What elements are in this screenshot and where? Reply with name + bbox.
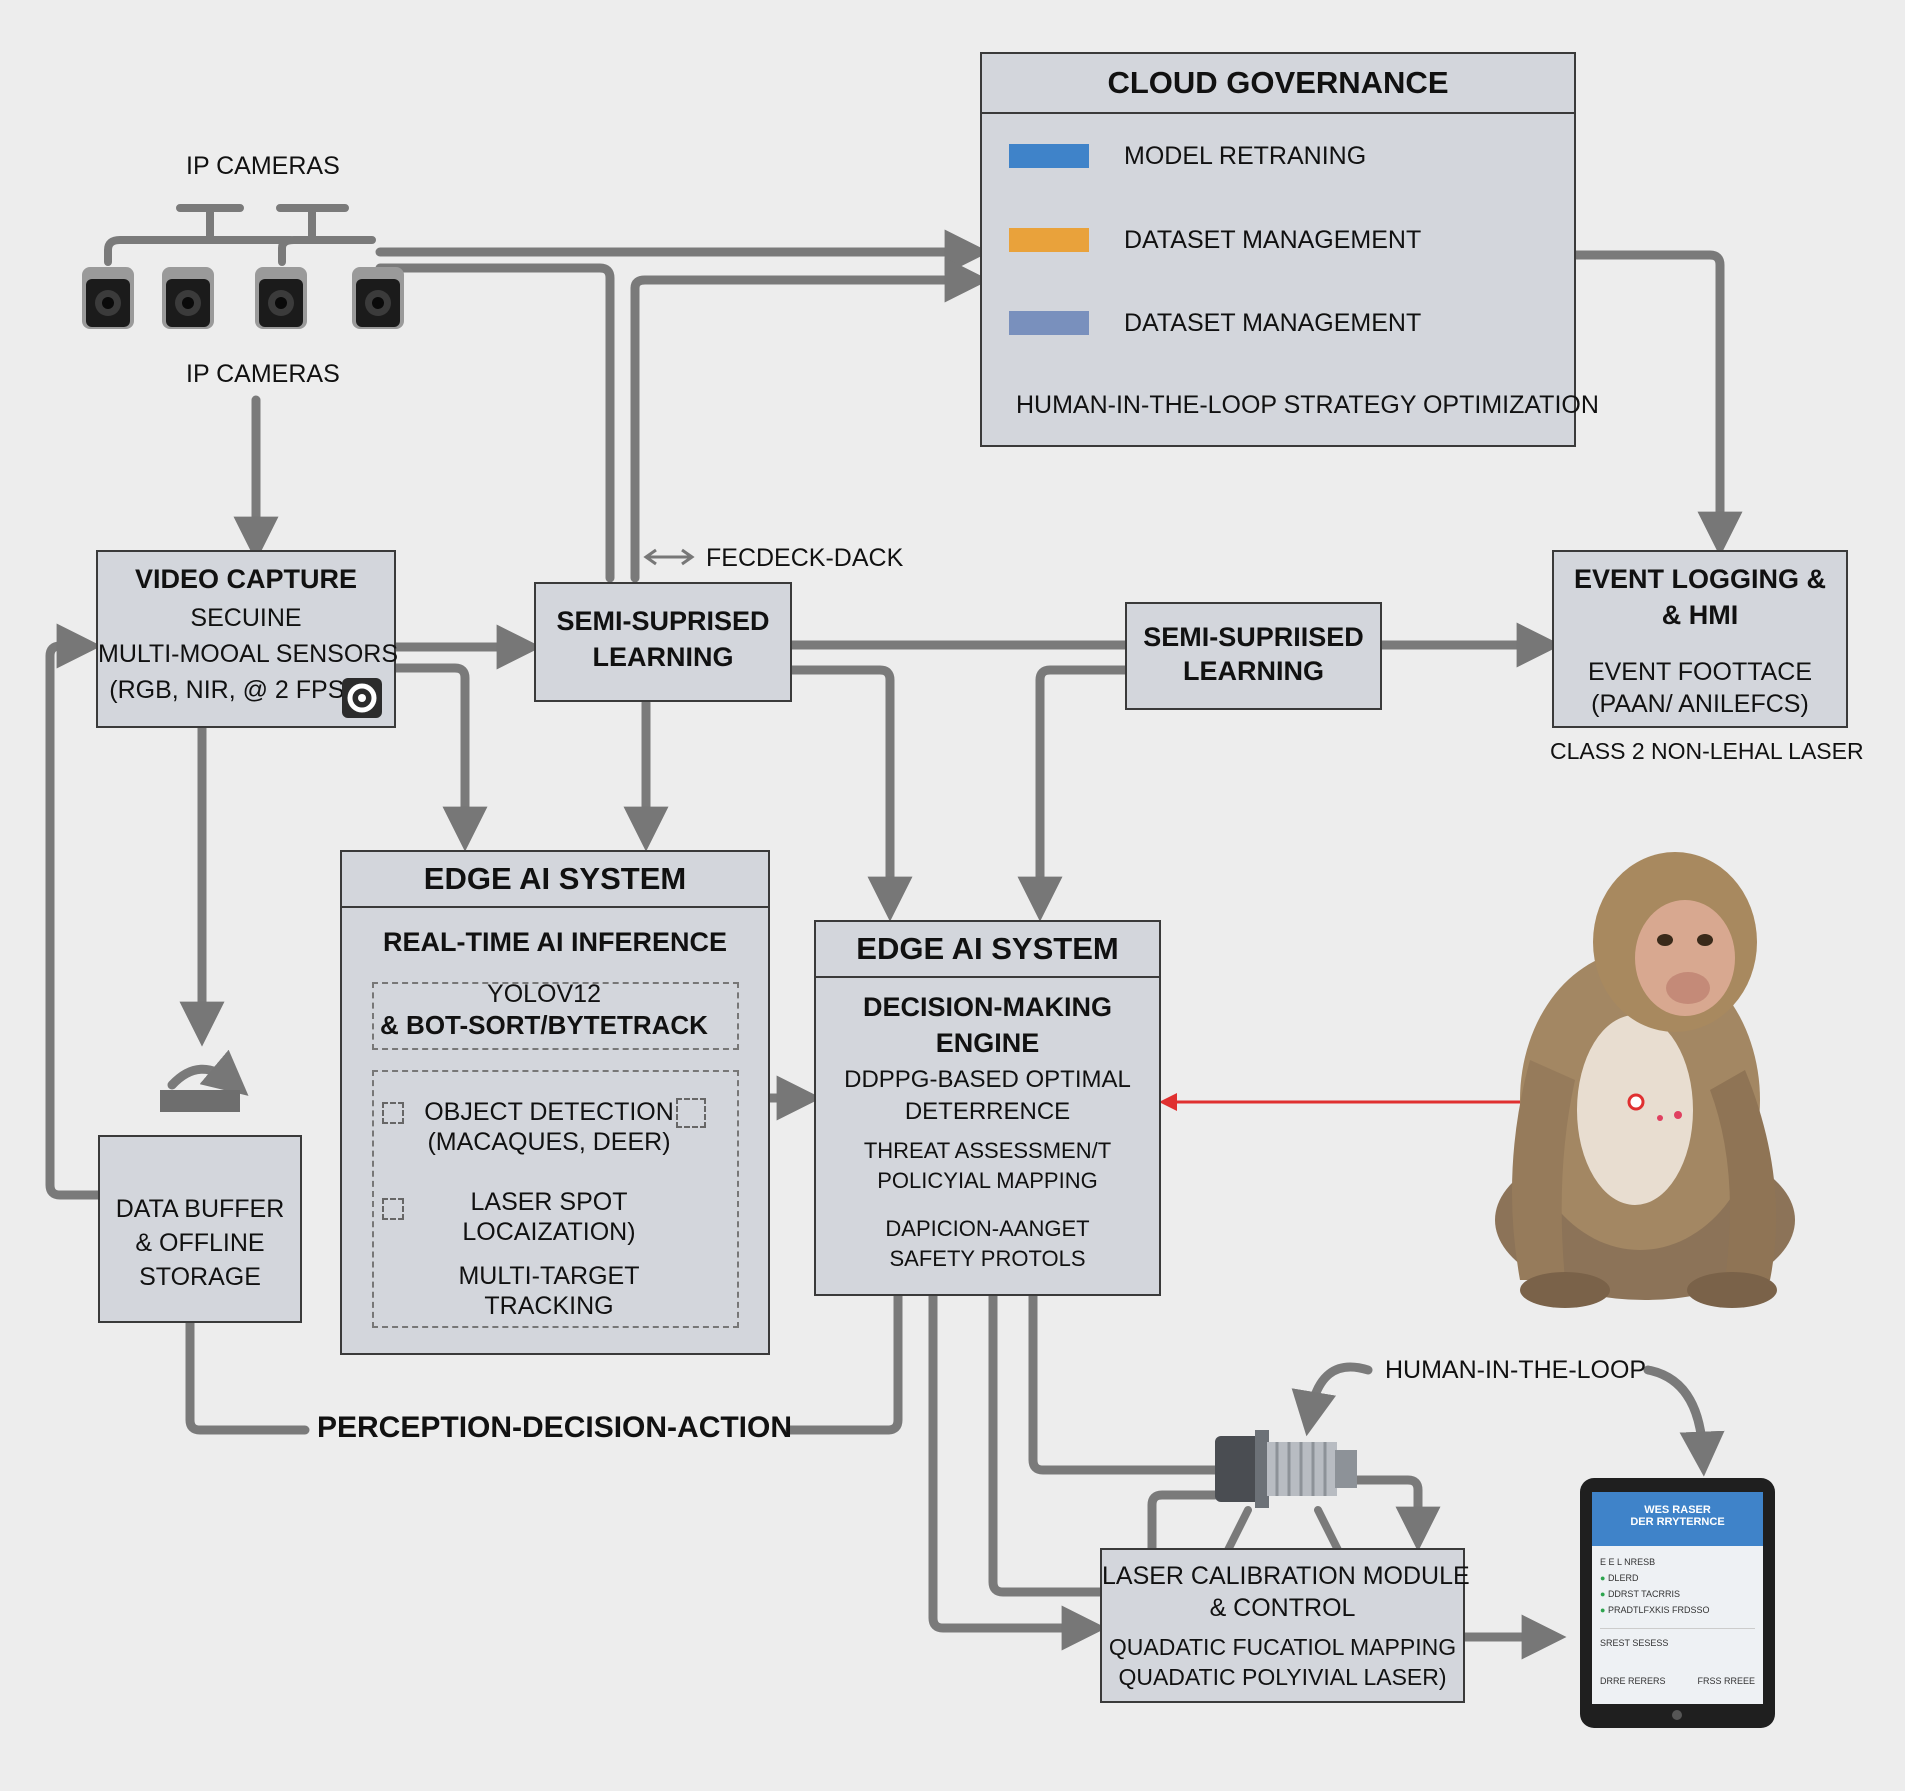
tasks-panel [372,1070,739,1328]
ip-cameras-label-bottom: IP CAMERAS [186,360,340,388]
tablet-header: WES RASER DER RRYTERNCE [1592,1492,1763,1546]
tablet-row: DRRE RERERS [1600,1676,1666,1686]
semi-supervised-learning-box: SEMI-SUPRISED LEARNING [534,582,792,702]
video-capture-line: (RGB, NIR, @ 2 FPS) [109,676,353,704]
model-line: YOLOV12 [487,980,601,1008]
feedback-label: FECDECK-DACK [706,544,904,572]
video-capture-title: VIDEO CAPTURE [134,564,358,594]
tablet-device: WES RASER DER RRYTERNCE E E L NRESB ● DL… [1580,1478,1775,1728]
semi-learning-line: SEMI-SUPRIISED [1143,622,1364,652]
legend-label: DATASET MANAGEMENT [1124,226,1422,254]
legend-swatch [1009,144,1089,168]
camera-icon [80,265,136,331]
cloud-footer: HUMAN-IN-THE-LOOP STRATEGY OPTIMIZATION [1016,391,1599,419]
edge-ai-inference-box: EDGE AI SYSTEM REAL-TIME AI INFERENCE YO… [340,850,770,1355]
event-logging-box: EVENT LOGGING & & HMI EVENT FOOTTACE (PA… [1552,550,1848,728]
task-line: LOCAIZATION) [462,1218,636,1246]
semi-learning-line: LEARNING [592,642,734,672]
event-line: EVENT FOOTTACE [1587,658,1813,686]
model-line: & BOT-SORT/BYTETRACK [380,1010,708,1040]
tablet-screen: WES RASER DER RRYTERNCE E E L NRESB ● DL… [1592,1492,1763,1704]
task-line: TRACKING [484,1292,614,1320]
laser-line: LASER CALIBRATION MODULE [1102,1562,1470,1590]
video-capture-box: VIDEO CAPTURE SECUINE MULTI-MOOAL SENSOR… [96,550,399,728]
settings-icon [342,678,382,718]
video-capture-line: SECUINE [190,604,302,632]
legend-label: MODEL RETRANING [1124,142,1367,170]
detection-frame-icon [382,1198,404,1220]
tablet-row: SREST SESESS [1600,1638,1669,1648]
tablet-row: ● DDRST TACRRIS [1600,1589,1680,1599]
decision-line: SAFETY PROTOLS [889,1246,1086,1271]
buffer-line: STORAGE [139,1263,261,1291]
tablet-row: ● DLERD [1600,1573,1639,1583]
camera-icon [160,265,216,331]
decision-engine-line: DECISION-MAKING [863,992,1112,1022]
cloud-governance-box: CLOUD GOVERNANCE MODEL RETRANING DATASET… [980,52,1599,447]
event-title-line: & HMI [1661,600,1739,630]
task-line: (MACAQUES, DEER) [427,1128,671,1156]
laser-line: & CONTROL [1209,1594,1356,1622]
buffer-line: & OFFLINE [135,1229,265,1257]
detection-frame-icon [382,1102,404,1124]
task-line: MULTI-TARGET [458,1262,640,1290]
decision-line: THREAT ASSESSMEN/T [863,1138,1112,1163]
tablet-header-line: DER RRYTERNCE [1630,1516,1725,1528]
laser-calibration-box: LASER CALIBRATION MODULE & CONTROL QUADA… [1100,1548,1470,1703]
semi-learning-line: LEARNING [1183,656,1324,686]
event-title-line: EVENT LOGGING & [1573,564,1827,594]
edge-ai-title: EDGE AI SYSTEM [342,852,768,908]
tablet-row: FRSS RREEE [1697,1676,1755,1686]
cloud-governance-title: CLOUD GOVERNANCE [982,54,1574,114]
edge-ai-subtitle: REAL-TIME AI INFERENCE [383,927,727,957]
semi-supervised-learning-box-2: SEMI-SUPRIISED LEARNING [1125,602,1382,710]
model-panel [372,982,739,1050]
camera-icon [253,265,309,331]
semi-learning-line: SEMI-SUPRISED [556,606,770,636]
camera-icon [350,265,406,331]
tablet-home-button [1672,1710,1682,1720]
decision-line: POLICYIAL MAPPING [877,1168,1098,1193]
tablet-row: ● PRADTLFXKIS FRDSSO [1600,1605,1710,1615]
task-line: LASER SPOT [470,1188,628,1216]
human-in-the-loop-label: HUMAN-IN-THE-LOOP [1385,1356,1647,1384]
edge-ai-decision-box: EDGE AI SYSTEM DECISION-MAKING ENGINE DD… [814,920,1161,1296]
tablet-header-line: WES RASER [1644,1504,1711,1516]
laser-line: QUADATIC POLYIVIAL LASER) [1118,1664,1447,1690]
data-buffer-box: DATA BUFFER & OFFLINE STORAGE [98,1135,302,1323]
task-line: OBJECT DETECTION [424,1098,674,1126]
buffer-line: DATA BUFFER [115,1195,285,1223]
decision-engine-line: ENGINE [935,1028,1040,1058]
edge-ai-title: EDGE AI SYSTEM [816,922,1159,978]
legend-label: DATASET MANAGEMENT [1124,309,1422,337]
laser-class-caption: CLASS 2 NON-LEHAL LASER [1550,738,1864,764]
event-line: (PAAN/ ANILEFCS) [1591,690,1809,718]
legend-swatch [1009,311,1089,335]
macaque-image [1495,852,1795,1308]
decision-line: DDPPG-BASED OPTIMAL [844,1066,1131,1093]
laser-line: QUADATIC FUCATIOL MAPPING [1108,1634,1457,1660]
decision-line: DAPICION-AANGET [885,1216,1090,1241]
ip-cameras-label-top: IP CAMERAS [186,152,340,180]
laser-device-icon [1215,1428,1360,1510]
legend-swatch [1009,228,1089,252]
detection-frame-icon [676,1098,706,1128]
decision-line: DETERRENCE [904,1098,1071,1125]
tablet-row: E E L NRESB [1600,1557,1656,1567]
buffer-tray-icon [160,1090,240,1112]
video-capture-line: MULTI-MOOAL SENSORS [98,640,399,668]
perception-decision-action-label: PERCEPTION-DECISION-ACTION [317,1411,793,1444]
